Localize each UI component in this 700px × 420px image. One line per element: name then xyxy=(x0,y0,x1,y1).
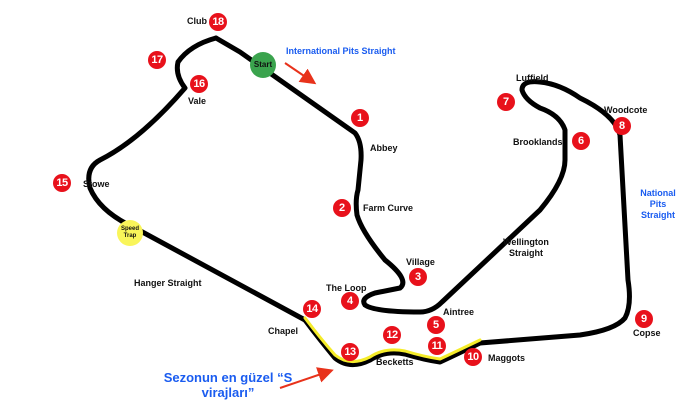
corner-marker-3: 3 xyxy=(409,268,427,286)
corner-label-copse: Copse xyxy=(633,328,661,338)
corner-marker-15: 15 xyxy=(53,174,71,192)
caption-line-1: Sezonun en güzel “S xyxy=(163,370,293,385)
corner-marker-6: 6 xyxy=(572,132,590,150)
corner-marker-14: 14 xyxy=(303,300,321,318)
annotation-arrow xyxy=(279,367,334,389)
s-curves-caption: Sezonun en güzel “S virajları” xyxy=(158,370,298,400)
corner-marker-12: 12 xyxy=(383,326,401,344)
label-wellington-straight: Wellington Straight xyxy=(495,237,557,259)
corner-marker-1: 1 xyxy=(351,109,369,127)
corner-label-woodcote: Woodcote xyxy=(604,105,648,115)
corner-marker-4: 4 xyxy=(341,292,359,310)
corner-label-vale: Vale xyxy=(188,96,207,106)
corner-label-village: Village xyxy=(406,257,435,267)
speed-trap-marker: Speed Trap xyxy=(117,220,143,246)
corner-marker-9: 9 xyxy=(635,310,653,328)
track-line xyxy=(213,35,632,346)
corner-label-becketts: Becketts xyxy=(376,357,414,367)
label-national-pits-straight: National Pits Straight xyxy=(636,188,680,221)
speed-trap-label-1: Speed xyxy=(120,226,139,232)
track-line-west xyxy=(86,35,308,323)
track-line-becketts xyxy=(302,317,483,367)
corner-marker-2: 2 xyxy=(333,199,351,217)
corner-label-abbey: Abbey xyxy=(370,143,398,153)
corner-label-maggots: Maggots xyxy=(488,353,525,363)
corner-marker-8: 8 xyxy=(613,117,631,135)
corner-marker-16: 16 xyxy=(190,75,208,93)
corner-label-luffield: Luffield xyxy=(516,73,549,83)
corner-label-aintree: Aintree xyxy=(443,307,475,317)
s-curves-highlight xyxy=(303,316,482,363)
corner-marker-7: 7 xyxy=(497,93,515,111)
label-hanger-straight: Hanger Straight xyxy=(134,278,202,288)
national-line-1: National xyxy=(640,188,676,198)
start-marker: Start xyxy=(250,52,276,78)
corner-marker-17: 17 xyxy=(148,51,166,69)
speed-trap-label-2: Trap xyxy=(123,233,137,239)
corner-marker-13: 13 xyxy=(341,343,359,361)
national-line-2: Pits xyxy=(649,199,667,209)
corner-marker-5: 5 xyxy=(427,316,445,334)
direction-arrow xyxy=(284,62,317,85)
corner-label-the-loop: The Loop xyxy=(326,283,367,293)
corner-label-chapel: Chapel xyxy=(268,326,299,336)
wellington-line-1: Wellington xyxy=(503,237,549,247)
national-line-3: Straight xyxy=(640,210,675,220)
corner-marker-18: 18 xyxy=(209,13,227,31)
label-international-pits-straight: International Pits Straight xyxy=(286,46,396,56)
wellington-line-2: Straight xyxy=(508,248,543,258)
corner-label-brooklands: Brooklands xyxy=(513,137,563,147)
caption-line-2: virajları” xyxy=(201,385,255,400)
corner-label-stowe: Stowe xyxy=(83,179,110,189)
corner-label-club: Club xyxy=(187,16,207,26)
corner-label-farm-curve: Farm Curve xyxy=(363,203,414,213)
corner-marker-11: 11 xyxy=(428,337,446,355)
corner-marker-10: 10 xyxy=(464,348,482,366)
start-label: Start xyxy=(253,60,273,69)
